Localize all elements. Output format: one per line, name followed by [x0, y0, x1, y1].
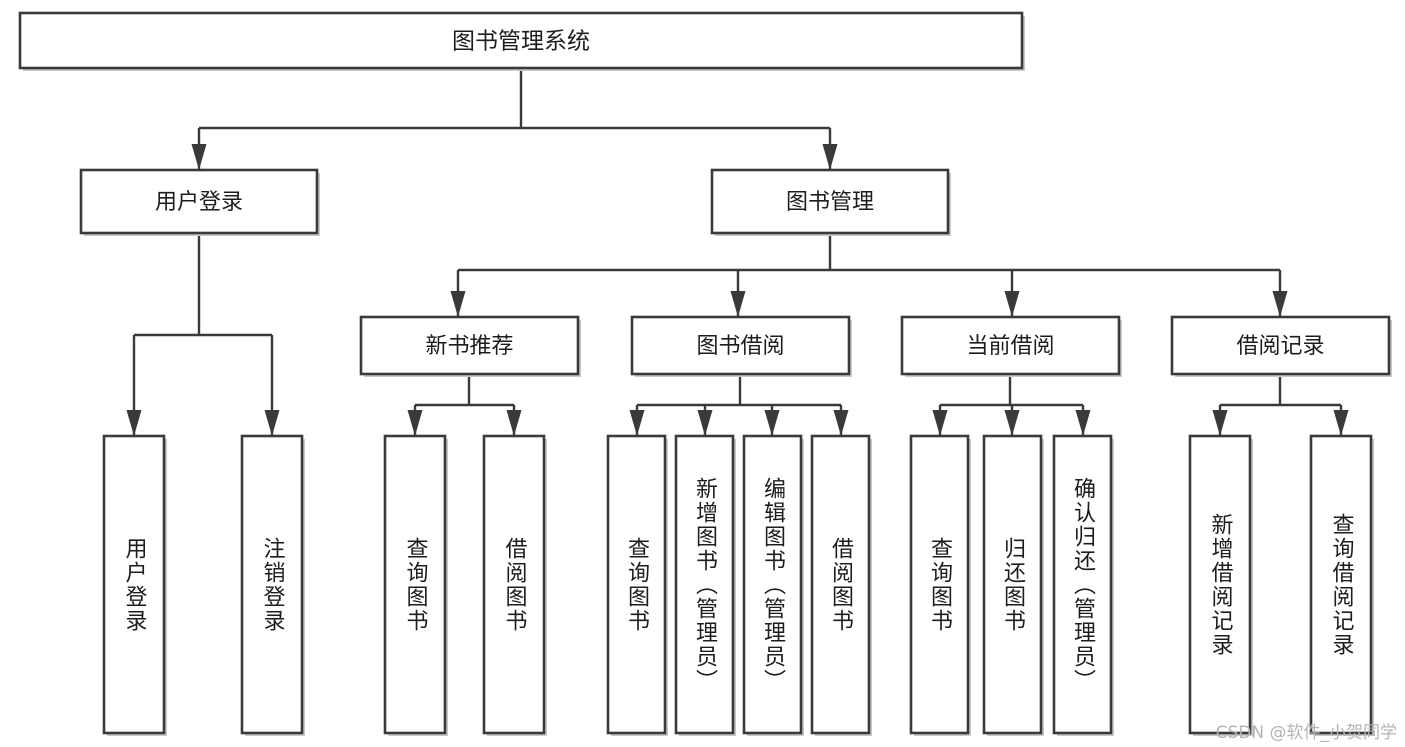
- node-leaf-edit-book: [742, 434, 803, 735]
- node-book-borrow: [630, 315, 851, 376]
- node-book-manage: [710, 168, 950, 235]
- node-borrow-record-label: 借阅记录: [1236, 334, 1324, 359]
- node-leaf-query-record: [1309, 434, 1373, 735]
- arrow-head-icon: [126, 410, 142, 436]
- node-leaf-logout: [240, 434, 304, 735]
- arrow-head-icon: [932, 410, 948, 436]
- node-new-book-rec: [359, 315, 580, 376]
- connector-layer: [126, 68, 1349, 436]
- node-user-login-label: 用户登录: [155, 190, 243, 215]
- node-current-borrow-label: 当前借阅: [966, 334, 1054, 359]
- arrow-head-icon: [1004, 410, 1020, 436]
- arrow-head-icon: [697, 410, 713, 436]
- node-user-login: [79, 168, 319, 235]
- node-leaf-return-book: [982, 434, 1043, 735]
- node-leaf-confirm-return: [1052, 434, 1113, 735]
- arrow-head-icon: [506, 410, 522, 436]
- node-borrow-record: [1170, 315, 1391, 376]
- arrow-head-icon: [407, 410, 423, 436]
- arrow-head-icon: [730, 291, 746, 317]
- node-new-book-rec-label: 新书推荐: [425, 334, 513, 359]
- node-current-borrow: [900, 315, 1121, 376]
- arrow-head-icon: [1272, 291, 1288, 317]
- node-leaf-query-book-2: [606, 434, 667, 735]
- node-leaf-add-record: [1188, 434, 1252, 735]
- node-leaf-user-login: [102, 434, 166, 735]
- arrow-head-icon: [1075, 410, 1091, 436]
- arrow-head-icon: [1333, 410, 1349, 436]
- arrow-head-icon: [822, 144, 838, 170]
- arrow-head-icon: [629, 410, 645, 436]
- arrow-head-icon: [191, 144, 207, 170]
- node-leaf-borrow-book-2: [810, 434, 871, 735]
- node-leaf-add-book: [674, 434, 735, 735]
- arrow-head-icon: [764, 410, 780, 436]
- arrow-head-icon: [1212, 410, 1228, 436]
- node-leaf-query-book-1: [383, 434, 447, 735]
- arrow-head-icon: [1004, 291, 1020, 317]
- node-book-manage-label: 图书管理: [786, 190, 874, 215]
- arrow-head-icon: [833, 410, 849, 436]
- node-root-label: 图书管理系统: [452, 29, 590, 55]
- node-leaf-query-book-3: [909, 434, 970, 735]
- node-book-borrow-label: 图书借阅: [696, 334, 784, 359]
- arrow-head-icon: [264, 410, 280, 436]
- csdn-watermark: CSDN @软件_小贺同学: [1215, 723, 1397, 743]
- node-root: [18, 11, 1024, 70]
- node-leaf-borrow-book-1: [482, 434, 546, 735]
- node-box-layer: [18, 11, 1392, 736]
- arrow-head-icon: [450, 291, 466, 317]
